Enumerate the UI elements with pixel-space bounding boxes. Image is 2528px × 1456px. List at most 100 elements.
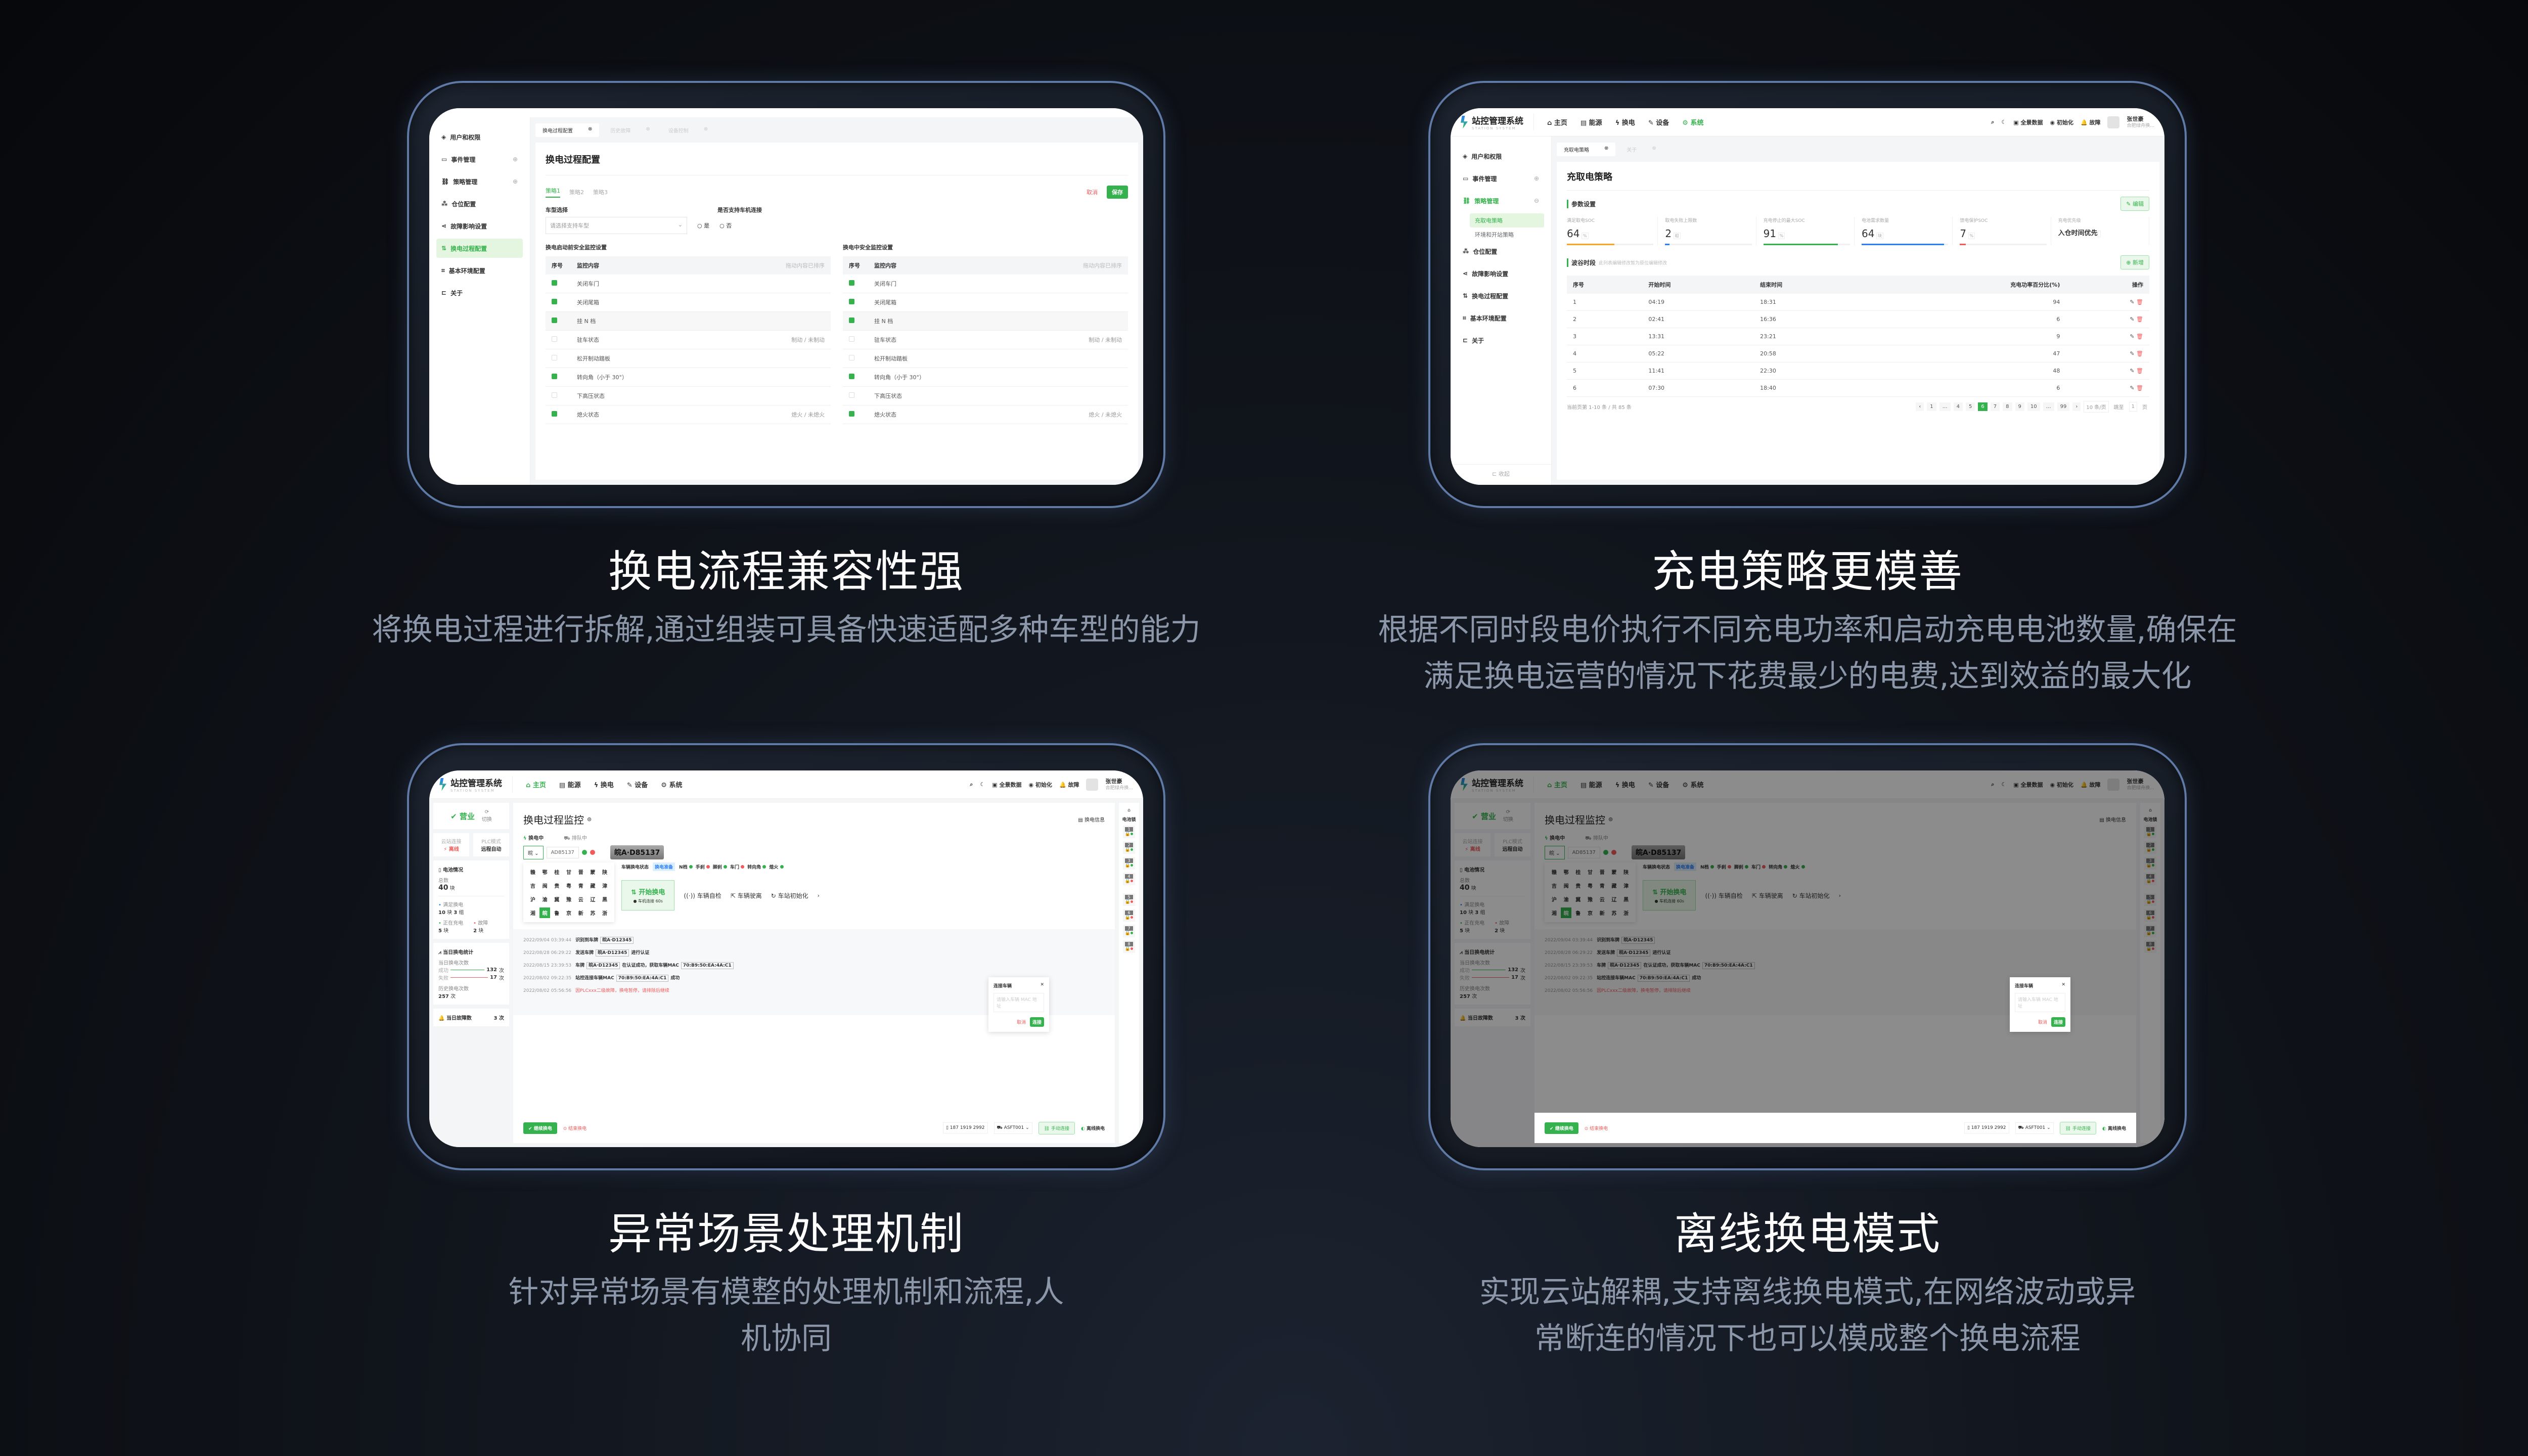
province-key[interactable]: 青 xyxy=(1599,884,1605,889)
checkbox[interactable] xyxy=(552,299,557,304)
province-key[interactable]: 闽 xyxy=(542,884,548,889)
page-button[interactable]: 5 xyxy=(1966,402,1975,411)
nav-energy[interactable]: ▤ 能源 xyxy=(1580,119,1602,127)
nav-swap[interactable]: ϟ 换电 xyxy=(1615,782,1635,789)
start-swap-button[interactable]: ⇅ 开始换电● 车机连接 60s xyxy=(621,880,675,911)
end-swap-button[interactable]: ⊙ 结束换电 xyxy=(1584,1126,1608,1131)
checkbox[interactable] xyxy=(552,355,557,360)
edit-icon[interactable]: ✎ xyxy=(2130,299,2135,305)
nav-home[interactable]: ⌂ 主页 xyxy=(526,782,546,789)
phone-input[interactable]: ▯ 187 1919 2992 xyxy=(942,1122,988,1133)
chevron-right-icon[interactable]: › xyxy=(1838,892,1841,899)
sidebar-item-slots[interactable]: ⁂仓位配置 xyxy=(1463,248,1498,255)
province-key[interactable]: 桂 xyxy=(554,870,560,876)
avatar[interactable] xyxy=(2107,778,2120,791)
province-key[interactable]: 晋 xyxy=(578,870,583,876)
province-key[interactable]: 藏 xyxy=(1611,884,1617,889)
confirm-icon[interactable] xyxy=(1603,850,1608,855)
province-select[interactable]: 皖 ⌄ xyxy=(1545,845,1565,859)
province-key[interactable]: 京 xyxy=(1587,911,1593,917)
province-key[interactable]: 湘 xyxy=(1551,911,1557,917)
manual-connect-button[interactable]: ⛓ 手动连接 xyxy=(1038,1121,1075,1134)
province-key[interactable]: 京 xyxy=(566,911,571,917)
sidebar-sub-charging[interactable]: 充取电策略 xyxy=(1470,213,1544,228)
sidebar-item-users[interactable]: ◈用户和权限 xyxy=(1463,153,1502,160)
checkbox[interactable] xyxy=(849,411,854,417)
province-key[interactable]: 粤 xyxy=(1587,884,1593,889)
page-button[interactable]: › xyxy=(2072,402,2081,411)
battery-lock-slot[interactable]: 3🔒 xyxy=(2144,857,2157,870)
user-menu[interactable]: 张世豪合肥绿舟换... xyxy=(2127,115,2154,128)
close-icon[interactable]: ✕ xyxy=(1040,982,1044,987)
sidebar-item-strategy[interactable]: ⛓策略管理⊕ xyxy=(441,178,518,186)
province-key[interactable]: 冀 xyxy=(1575,897,1581,903)
edit-button[interactable]: ✎ 编辑 xyxy=(2120,197,2149,211)
nav-energy[interactable]: ▤ 能源 xyxy=(1580,782,1602,789)
nav-system[interactable]: ⚙ 系统 xyxy=(661,782,683,789)
edit-icon[interactable]: ✎ xyxy=(2130,385,2135,391)
vehicle-leave-button[interactable]: ⇱ 车辆驶离 xyxy=(730,892,762,899)
station-init-button[interactable]: ↻ 车站初始化 xyxy=(771,892,808,899)
radio-no[interactable]: ○ 否 xyxy=(719,222,732,229)
manual-connect-button[interactable]: ⛓ 手动连接 xyxy=(2059,1121,2096,1134)
battery-lock-slot[interactable]: 5🔒 xyxy=(2144,893,2157,906)
device-select[interactable]: ⛟ ASFT001 ⌄ xyxy=(994,1122,1032,1134)
moon-icon[interactable]: ☾ xyxy=(2001,119,2007,125)
province-key[interactable]: 辽 xyxy=(1611,897,1617,903)
province-key[interactable]: 辽 xyxy=(590,897,596,903)
dialog-cancel-button[interactable]: 取消 xyxy=(1016,1020,1026,1025)
fault-button[interactable]: 🔔 故障 xyxy=(1059,781,1079,788)
battery-lock-slot[interactable]: 4🔒 xyxy=(2144,873,2157,885)
page-button[interactable]: 8 xyxy=(2003,402,2012,411)
battery-lock-slot[interactable]: 5🔒 xyxy=(1122,893,1136,906)
nav-device[interactable]: ✎ 设备 xyxy=(626,782,648,789)
delete-icon[interactable]: 🗑 xyxy=(2136,385,2143,391)
page-button[interactable]: 99 xyxy=(2057,402,2070,411)
start-swap-button[interactable]: ⇅ 开始换电● 车机连接 60s xyxy=(1643,880,1696,911)
tab-history-fault[interactable]: 历史故障⊗ xyxy=(610,126,650,134)
plate-input[interactable]: AD85137 xyxy=(1567,846,1600,858)
close-icon[interactable]: ⊗ xyxy=(588,126,593,132)
checkbox[interactable] xyxy=(849,336,854,342)
strategy-tab-1[interactable]: 策略1 xyxy=(546,187,560,198)
tab-about[interactable]: 关于⊗ xyxy=(1627,145,1656,153)
edit-icon[interactable]: ✎ xyxy=(2130,316,2135,323)
dialog-connect-button[interactable]: 连接 xyxy=(2051,1017,2065,1027)
province-key[interactable]: 鄂 xyxy=(1563,870,1569,876)
strategy-tab-2[interactable]: 策略2 xyxy=(569,189,584,196)
fault-button[interactable]: 🔔 故障 xyxy=(2080,119,2101,126)
province-key[interactable]: 蒙 xyxy=(590,870,596,876)
delete-icon[interactable]: 🗑 xyxy=(2136,350,2143,357)
switch-button[interactable]: ⟳切换 xyxy=(1503,809,1513,823)
confirm-icon[interactable] xyxy=(581,850,587,855)
plate-input[interactable]: AD85137 xyxy=(546,846,579,858)
page-button[interactable]: 4 xyxy=(1953,402,1963,411)
province-key[interactable]: 吉 xyxy=(1551,884,1557,889)
close-icon[interactable]: ⊗ xyxy=(703,126,708,132)
vehicle-check-button[interactable]: ((·)) 车辆自检 xyxy=(1705,892,1743,899)
add-button[interactable]: ⊕ 新增 xyxy=(2120,255,2149,269)
jump-value[interactable]: 1 xyxy=(2129,402,2137,412)
moon-icon[interactable]: ☾ xyxy=(980,781,985,788)
sidebar-item-fault[interactable]: ⋖故障影响设置 xyxy=(441,222,487,230)
province-key[interactable]: 青 xyxy=(578,884,583,889)
edit-icon[interactable]: ✎ xyxy=(2130,368,2135,374)
province-key[interactable]: 吉 xyxy=(530,884,535,889)
province-key[interactable]: 甘 xyxy=(566,870,571,876)
panorama-button[interactable]: ▣ 全景数据 xyxy=(2013,119,2043,126)
checkbox[interactable] xyxy=(552,280,557,286)
tab-device-control[interactable]: 设备控制⊗ xyxy=(668,126,708,134)
delete-icon[interactable]: 🗑 xyxy=(2136,299,2143,305)
province-key[interactable]: 渝 xyxy=(542,897,548,903)
vehicle-select[interactable]: 请选择支持车型⌄ xyxy=(546,217,687,234)
page-button-active[interactable]: 6 xyxy=(1978,402,1988,411)
province-key[interactable]: 贵 xyxy=(554,884,560,889)
battery-lock-slot[interactable]: 8🔒 xyxy=(1122,940,1136,953)
page-button[interactable]: 9 xyxy=(2015,402,2024,411)
checkbox[interactable] xyxy=(552,317,557,323)
battery-lock-slot[interactable]: 2🔒 xyxy=(2144,841,2157,854)
checkbox[interactable] xyxy=(552,374,557,379)
chevron-right-icon[interactable]: › xyxy=(817,892,820,899)
battery-lock-slot[interactable]: 2🔒 xyxy=(1122,841,1136,854)
cancel-button[interactable]: 取消 xyxy=(1087,189,1098,196)
